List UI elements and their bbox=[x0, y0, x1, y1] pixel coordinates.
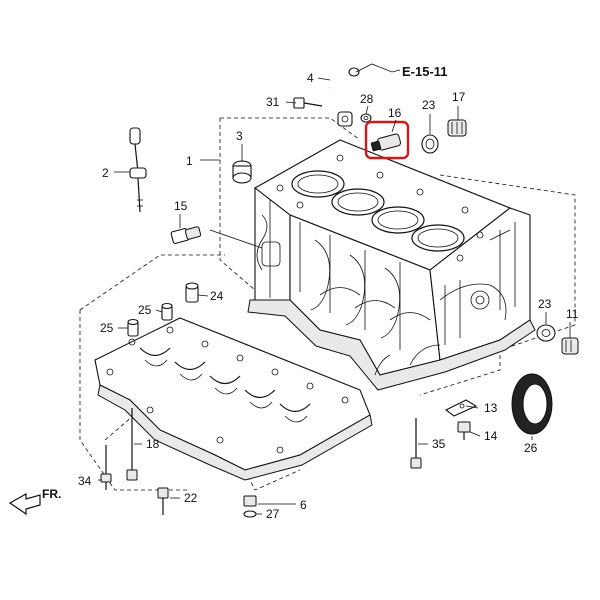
part-label-25-upper: 25 bbox=[138, 303, 152, 317]
dipstick bbox=[129, 127, 147, 213]
sensor-15 bbox=[170, 226, 202, 244]
part-label-3: 3 bbox=[236, 129, 243, 143]
plug-11 bbox=[561, 337, 579, 355]
part-label-35: 35 bbox=[432, 437, 446, 451]
bolt-31 bbox=[293, 97, 323, 109]
part-label-11: 11 bbox=[566, 307, 579, 321]
cylinder-bores bbox=[291, 170, 465, 252]
part-labels: 1 2 3 4 6 11 13 14 15 16 17 18 22 23 23 … bbox=[78, 71, 579, 521]
washer-23-right bbox=[536, 324, 556, 342]
part-label-13: 13 bbox=[484, 401, 498, 415]
oil-pipe-4 bbox=[322, 67, 360, 127]
part-label-18: 18 bbox=[146, 437, 160, 451]
part-label-6: 6 bbox=[300, 498, 307, 512]
dowel-25-upper bbox=[161, 302, 173, 321]
part-label-34: 34 bbox=[78, 474, 92, 488]
assembly-outlines bbox=[79, 117, 576, 491]
bolt-22 bbox=[157, 487, 169, 515]
plug-3 bbox=[232, 160, 252, 184]
part-label-2: 2 bbox=[102, 166, 109, 180]
front-label: FR. bbox=[42, 487, 61, 501]
part-label-24: 24 bbox=[210, 289, 224, 303]
block-ribs bbox=[256, 200, 516, 376]
drain-bolt-6 bbox=[243, 495, 257, 507]
bolt-18 bbox=[126, 408, 138, 481]
part-label-27: 27 bbox=[266, 507, 280, 521]
plug-17 bbox=[447, 119, 467, 137]
part-label-28: 28 bbox=[360, 92, 374, 106]
cylinder-block bbox=[247, 139, 536, 391]
part-label-15: 15 bbox=[174, 199, 188, 213]
washer-27 bbox=[243, 510, 257, 518]
part-label-17: 17 bbox=[452, 90, 466, 104]
bolt-34 bbox=[100, 445, 112, 490]
main-bearing-saddles bbox=[139, 347, 311, 423]
bedplate-bolt-holes bbox=[106, 326, 349, 454]
bolt-35 bbox=[410, 418, 422, 469]
washer-23-top bbox=[421, 134, 439, 154]
dowel-24 bbox=[185, 282, 199, 303]
part-label-31: 31 bbox=[266, 95, 280, 109]
part-label-1: 1 bbox=[186, 154, 193, 168]
lower-block bbox=[94, 317, 373, 481]
part-label-26: 26 bbox=[524, 441, 538, 455]
front-arrow: FR. bbox=[8, 487, 61, 516]
bolt-14 bbox=[457, 421, 471, 440]
washer-28 bbox=[360, 113, 372, 123]
leader-lines bbox=[98, 63, 571, 515]
part-label-4: 4 bbox=[307, 71, 314, 85]
dowel-25-lower bbox=[127, 318, 139, 337]
oil-seal-26 bbox=[511, 373, 553, 435]
deck-bolt-holes bbox=[276, 154, 484, 262]
part-label-23-top: 23 bbox=[422, 98, 436, 112]
part-label-16: 16 bbox=[388, 106, 402, 120]
part-label-22: 22 bbox=[184, 491, 198, 505]
sensor-16 bbox=[370, 133, 402, 152]
part-label-14: 14 bbox=[484, 429, 498, 443]
highlight-box bbox=[364, 120, 410, 160]
part-label-23-right: 23 bbox=[538, 297, 552, 311]
bracket-13 bbox=[444, 399, 478, 417]
reference-label: E-15-11 bbox=[402, 64, 448, 79]
part-label-25-lower: 25 bbox=[100, 321, 114, 335]
